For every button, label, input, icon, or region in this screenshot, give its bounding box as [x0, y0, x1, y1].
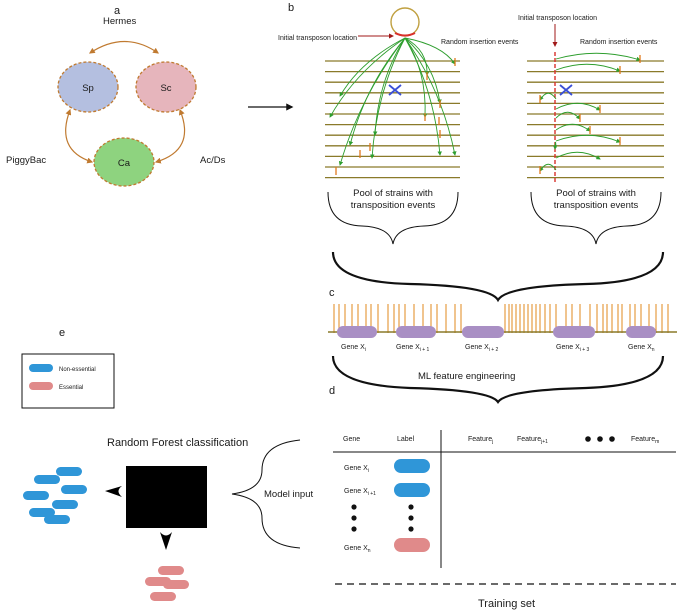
feature-ellipsis-dot-1: [585, 436, 591, 442]
node-sp-label: Sp: [82, 83, 94, 94]
insertion-arrow-right-2: [555, 63, 621, 72]
insertion-arrow-right-7: [555, 134, 621, 143]
panel-d-letter: d: [329, 385, 335, 397]
plasmid-transposon: [394, 32, 416, 37]
gene-bar-2: [396, 326, 436, 338]
header-feature-j: Featurej: [468, 436, 493, 445]
initial-location-label-left: Initial transposon location: [278, 35, 357, 42]
insertion-arrow-right-10: [539, 163, 557, 172]
arrow-to-essential: [160, 532, 172, 550]
feature-ellipsis-dot-2: [597, 436, 603, 442]
row-3-gene: Gene Xn: [344, 545, 371, 554]
panel-c-letter: c: [329, 287, 335, 299]
node-ca: [93, 137, 155, 187]
pool-label-right-2: transposition events: [554, 200, 639, 211]
edge-label-hermes: Hermes: [103, 16, 137, 27]
edge-piggybac-arrow: [65, 108, 94, 164]
insertion-arrow-right-3: [539, 92, 557, 101]
edge-acds-arrow: [154, 108, 186, 164]
gene-bar-4: [553, 326, 595, 338]
chromosomes-right: [527, 52, 664, 184]
gene-label-4: Gene Xi + 3: [556, 344, 590, 353]
node-sc-label: Sc: [160, 83, 171, 94]
random-forest-title: Random Forest classification: [107, 437, 248, 449]
panel-b-letter: b: [288, 2, 294, 14]
pool-label-right-1: Pool of strains with: [556, 188, 636, 199]
edge-hermes-arrow: [88, 41, 159, 54]
row-3-label-essential: [394, 538, 430, 552]
gene-label-5: Gene Xn: [628, 344, 655, 353]
row-2-gene: Gene Xi +1: [344, 488, 376, 497]
gene-label-3: Gene Xi + 2: [465, 344, 499, 353]
insertion-arrow-right-5: [555, 111, 581, 120]
insertion-arrow-left-11: [338, 37, 406, 166]
row-2-label-nonessential: [394, 483, 430, 497]
panel-a-letter: a: [114, 5, 121, 17]
insertion-arrow-left-9: [404, 37, 442, 156]
legend-label-essential: Essential: [59, 385, 83, 391]
pool-label-left-2: transposition events: [351, 200, 436, 211]
header-label: Label: [397, 436, 415, 443]
ml-feature-engineering-label: ML feature engineering: [418, 371, 515, 382]
insertion-arrow-left-3: [339, 37, 406, 97]
pool-label-left-1: Pool of strains with: [353, 188, 433, 199]
panel-e-letter: e: [59, 327, 65, 339]
insertion-arrow-right-1: [555, 52, 641, 62]
chromosomes-left: [325, 37, 460, 179]
gene-bar-5: [626, 326, 656, 338]
edge-label-acds: Ac/Ds: [200, 155, 226, 166]
random-insertion-label-right: Random insertion events: [580, 39, 658, 46]
insertion-arrow-left-4: [404, 37, 442, 104]
insertion-arrow-left-2: [404, 37, 430, 76]
failed-insertion-cross-right: [559, 84, 573, 96]
legend-label-nonessential: Non-essential: [59, 367, 96, 373]
brace-c-to-d: [331, 355, 665, 404]
edge-label-piggybac: PiggyBac: [6, 155, 46, 166]
insertion-arrow-left-12: [404, 37, 457, 156]
insertion-arrow-left-10: [370, 37, 406, 159]
legend-box: [21, 353, 115, 409]
model-input-label: Model input: [264, 489, 313, 500]
gene-label-1: Gene Xi: [341, 344, 366, 353]
training-set-label: Training set: [478, 598, 535, 610]
row-ellipsis-gene: [351, 504, 357, 532]
random-forest-box: [126, 466, 207, 528]
insertion-arrow-right-8: [552, 141, 558, 150]
header-feature-j1: Featurej+1: [517, 436, 548, 445]
failed-insertion-cross-left: [388, 84, 402, 96]
insertion-arrow-left-6: [404, 37, 428, 118]
brace-left-pool: [327, 191, 459, 245]
insertion-arrow-left-5: [329, 37, 406, 118]
node-sp: [57, 61, 119, 113]
brace-right-pool: [530, 191, 662, 245]
brace-b-to-c: [331, 251, 665, 303]
feature-ellipsis-dot-3: [609, 436, 615, 442]
initial-location-label-right: Initial transposon location: [518, 15, 597, 22]
header-gene: Gene: [343, 436, 360, 443]
model-input-brace: [231, 439, 301, 549]
gene-bar-3: [462, 326, 504, 338]
plasmid-circle: [390, 7, 420, 37]
legend-swatch-nonessential: [29, 364, 53, 372]
row-1-label-nonessential: [394, 459, 430, 473]
insertion-arrow-right-6: [555, 123, 591, 132]
row-1-gene: Gene Xi: [344, 465, 369, 474]
insertion-arrow-right-4: [555, 102, 601, 111]
gene-bar-1: [337, 326, 377, 338]
node-sc: [135, 61, 197, 113]
insertion-arrow-left-1: [404, 37, 456, 65]
insertion-arrow-right-9: [555, 151, 601, 160]
row-ellipsis-label: [408, 504, 414, 532]
random-insertion-label-left: Random insertion events: [441, 39, 519, 46]
arrow-to-nonessential: [105, 486, 122, 497]
node-ca-label: Ca: [118, 158, 131, 169]
predicted-nonessential-cluster: [23, 467, 87, 524]
header-feature-m: Featurem: [631, 436, 659, 445]
legend-swatch-essential: [29, 382, 53, 390]
gene-label-2: Gene Xi + 1: [396, 344, 430, 353]
predicted-essential-cluster: [145, 566, 189, 601]
